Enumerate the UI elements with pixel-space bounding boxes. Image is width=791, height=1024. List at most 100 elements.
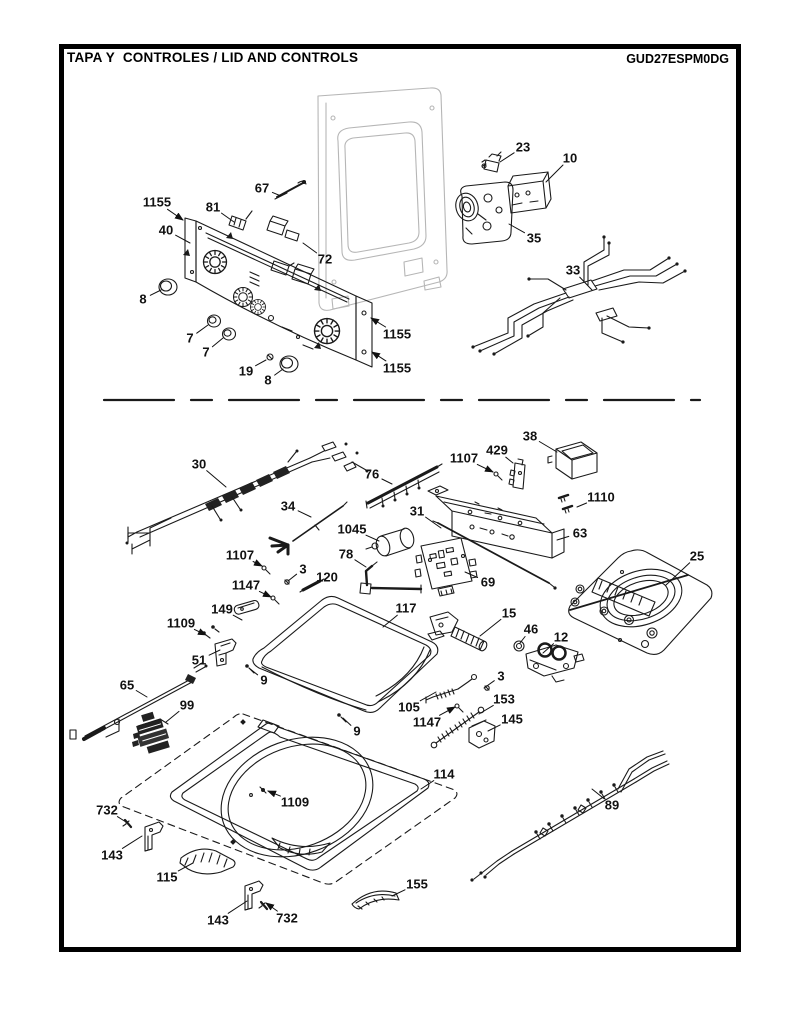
part-63-control-chassis — [427, 485, 565, 559]
screw-19 — [266, 353, 274, 361]
leader-line-63 — [556, 535, 570, 541]
callout-3: 3 — [299, 561, 307, 577]
leader-line-99 — [165, 710, 180, 723]
leader-line-153 — [478, 704, 494, 715]
callout-69: 69 — [480, 574, 496, 590]
leader-line-732 — [265, 902, 278, 912]
part-25-rinse-hose-assembly — [568, 549, 713, 656]
callout-1109: 1109 — [280, 794, 310, 810]
leader-line-9 — [342, 717, 352, 726]
callout-65: 65 — [119, 677, 135, 693]
knob-7-b — [221, 327, 237, 341]
knob-7-a — [206, 314, 222, 328]
leader-line-12 — [542, 643, 554, 654]
cabinet-rear-frame — [317, 87, 448, 311]
part-46-nut — [513, 640, 525, 652]
part-1045-capacitor — [365, 527, 415, 557]
leader-line-30 — [206, 470, 227, 488]
callout-732: 732 — [276, 910, 298, 926]
callout-99: 99 — [179, 697, 195, 713]
part-115-trim — [179, 848, 236, 875]
leader-line-1107 — [476, 463, 494, 473]
leader-line-1109 — [267, 790, 281, 798]
leader-line-31 — [425, 516, 442, 529]
callout-38: 38 — [522, 428, 538, 444]
part-81-switch — [228, 210, 253, 231]
callout-9: 9 — [353, 723, 361, 739]
leader-line-8 — [274, 368, 284, 376]
callout-40: 40 — [158, 222, 174, 238]
callout-25: 25 — [689, 548, 705, 564]
part-105-link-spring — [425, 673, 478, 704]
callout-153: 153 — [493, 691, 515, 707]
screws-1109-upper — [202, 625, 220, 639]
leader-line-19 — [255, 359, 267, 367]
knob-8-right — [279, 355, 299, 373]
callout-35: 35 — [526, 230, 542, 246]
leader-line-35 — [508, 223, 525, 234]
callout-78: 78 — [338, 546, 354, 562]
leader-line-105 — [419, 691, 437, 702]
callout-8: 8 — [264, 372, 272, 388]
callout-105: 105 — [398, 699, 420, 715]
part-155-corner-trim — [351, 890, 400, 910]
screws-1110 — [557, 493, 574, 514]
part-120-pin — [299, 578, 325, 593]
part-51-bracket — [214, 638, 237, 667]
leader-line-69 — [464, 571, 479, 578]
callout-leader-lines — [116, 152, 691, 914]
part-114-top-panel-boundary — [118, 713, 458, 885]
callout-1107: 1107 — [225, 547, 255, 563]
callout-23: 23 — [515, 139, 531, 155]
part-145-bracket — [468, 719, 496, 749]
leader-line-76 — [381, 478, 393, 485]
part-10-timer — [507, 171, 552, 214]
callout-1107: 1107 — [449, 450, 479, 466]
leader-line-51 — [208, 649, 221, 656]
page-title: TAPA Y CONTROLES / LID AND CONTROLS — [67, 50, 359, 65]
callout-155: 155 — [406, 876, 428, 892]
callout-19: 19 — [238, 363, 254, 379]
leader-line-23 — [499, 152, 515, 163]
callout-1155: 1155 — [382, 326, 412, 342]
leader-line-8 — [149, 289, 162, 296]
leader-line-72 — [302, 242, 318, 254]
leader-line-3 — [287, 573, 298, 582]
callout-15: 15 — [501, 605, 517, 621]
callout-9: 9 — [260, 672, 268, 688]
leader-line-38 — [538, 441, 558, 453]
callout-63: 63 — [572, 525, 588, 541]
leader-line-1045 — [365, 534, 380, 542]
leader-line-25 — [665, 562, 691, 586]
part-76-harness-rod — [365, 463, 443, 509]
leader-line-115 — [177, 862, 194, 872]
callout-120: 120 — [316, 569, 338, 585]
leader-line-10 — [545, 164, 564, 183]
callout-1109: 1109 — [166, 615, 196, 631]
screw-1107-left — [261, 565, 271, 575]
callout-149: 149 — [211, 601, 233, 617]
callout-7: 7 — [202, 344, 210, 360]
callout-3: 3 — [497, 668, 505, 684]
part-143-bracket-left — [144, 821, 164, 852]
callout-76: 76 — [364, 466, 380, 482]
leader-line-1155 — [370, 317, 387, 328]
page-border-frame — [59, 44, 741, 952]
leader-line-1109 — [193, 628, 207, 636]
callout-12: 12 — [553, 629, 569, 645]
leader-line-143 — [121, 835, 143, 849]
leader-line-7 — [196, 324, 209, 334]
leader-line-65 — [135, 690, 148, 698]
leader-line-149 — [232, 614, 243, 621]
callout-10: 10 — [562, 150, 578, 166]
part-31-rod — [432, 520, 557, 590]
part-15-hinge-damper — [427, 611, 488, 652]
leader-line-34 — [297, 510, 312, 518]
part-33-wire-harness — [471, 235, 687, 356]
callout-1110: 1110 — [587, 489, 615, 505]
leader-line-1147 — [258, 590, 272, 598]
callout-33: 33 — [565, 262, 581, 278]
part-78-wire — [359, 561, 423, 595]
leader-line-120 — [306, 582, 317, 590]
